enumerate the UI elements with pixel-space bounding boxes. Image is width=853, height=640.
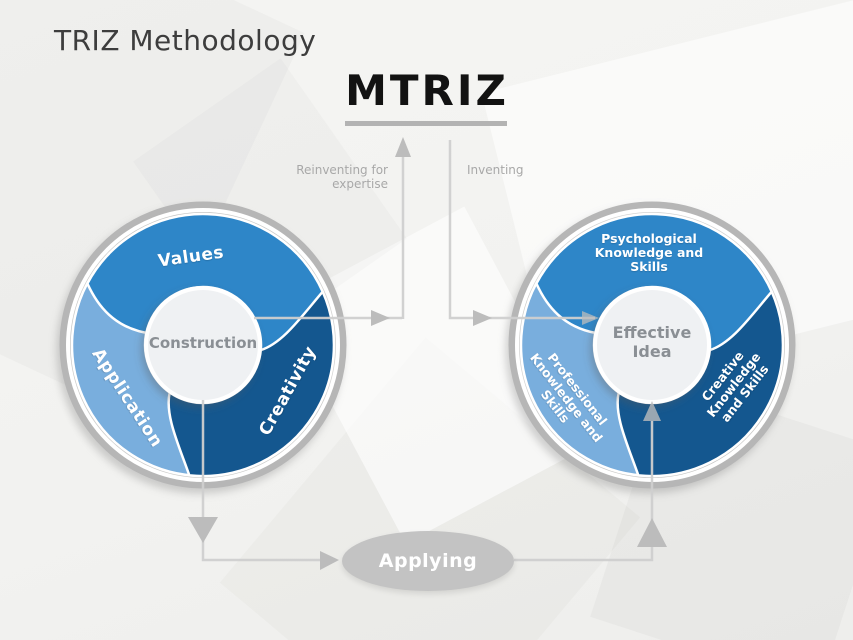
- arrowhead-right-icon: [371, 310, 390, 326]
- arrowhead-down-icon: [188, 517, 218, 543]
- mtriz-heading-underline: [345, 121, 507, 126]
- arrowhead-right-icon: [320, 551, 339, 570]
- applying-ellipse: Applying: [342, 531, 514, 591]
- inventing-label: Inventing: [467, 163, 524, 177]
- page-title: TRIZ Methodology: [54, 24, 317, 57]
- arrowhead-right-icon: [473, 310, 492, 326]
- applying-label: Applying: [378, 550, 478, 572]
- arrowhead-up-icon: [395, 137, 411, 157]
- reinventing-for-expertise-label: Reinventing for expertise: [296, 163, 388, 191]
- wheel-center-circle: [593, 286, 711, 404]
- arrowhead-up-icon: [637, 518, 667, 547]
- left-wheel-diagram: [59, 201, 347, 489]
- mtriz-heading: MTRIZ: [345, 66, 509, 115]
- right-wheel-diagram: [508, 201, 796, 489]
- wheel-center-circle: [144, 286, 262, 404]
